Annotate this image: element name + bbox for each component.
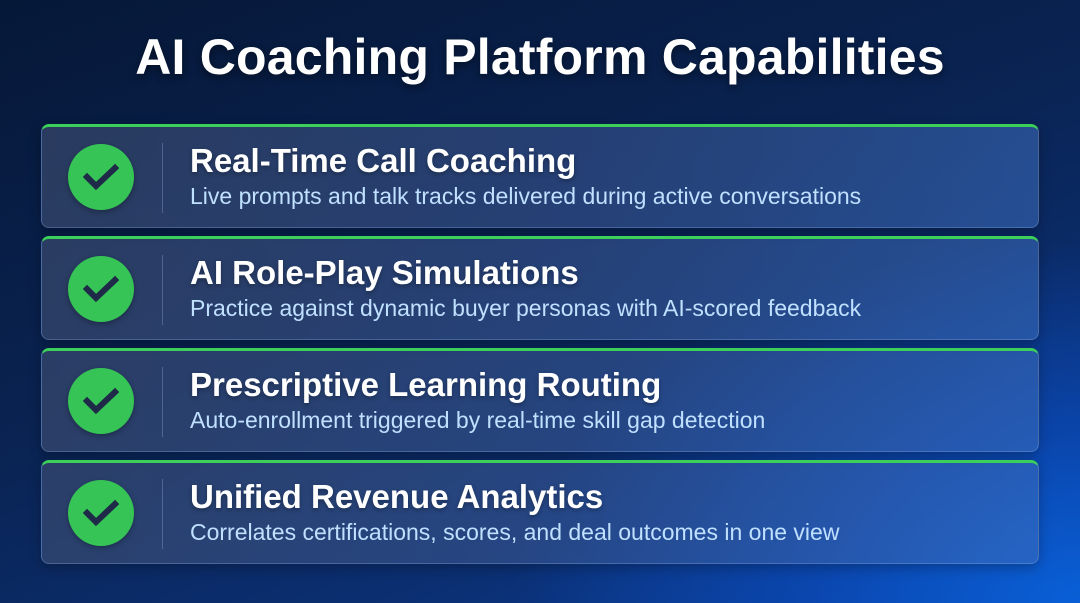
- capability-card-unified-revenue-analytics: Unified Revenue Analytics Correlates cer…: [41, 460, 1039, 564]
- check-circle-icon: [68, 256, 134, 322]
- capability-description: Auto-enrollment triggered by real-time s…: [190, 407, 766, 433]
- check-circle-icon: [68, 144, 134, 210]
- capability-description: Correlates certifications, scores, and d…: [190, 519, 840, 545]
- divider: [162, 367, 163, 437]
- capability-card-prescriptive-learning-routing: Prescriptive Learning Routing Auto-enrol…: [41, 348, 1039, 452]
- divider: [162, 255, 163, 325]
- capability-title: AI Role-Play Simulations: [190, 254, 579, 291]
- capability-card-ai-role-play-simulations: AI Role-Play Simulations Practice agains…: [41, 236, 1039, 340]
- check-circle-icon: [68, 368, 134, 434]
- capability-title: Real-Time Call Coaching: [190, 142, 577, 179]
- capability-card-real-time-call-coaching: Real-Time Call Coaching Live prompts and…: [41, 124, 1039, 228]
- divider: [162, 143, 163, 213]
- capability-title: Unified Revenue Analytics: [190, 478, 604, 515]
- capability-description: Practice against dynamic buyer personas …: [190, 295, 862, 321]
- capability-title: Prescriptive Learning Routing: [190, 366, 662, 403]
- page-title: AI Coaching Platform Capabilities: [135, 29, 945, 85]
- divider: [162, 479, 163, 549]
- capabilities-list: Real-Time Call Coaching Live prompts and…: [41, 124, 1039, 572]
- capability-description: Live prompts and talk tracks delivered d…: [190, 183, 862, 209]
- check-circle-icon: [68, 480, 134, 546]
